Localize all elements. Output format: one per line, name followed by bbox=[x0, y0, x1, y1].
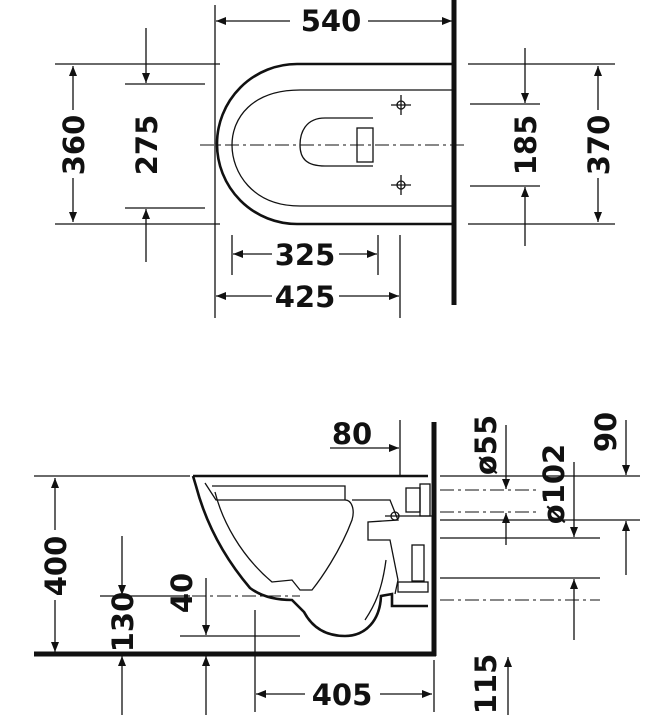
dim-bowl-width: 275 bbox=[130, 115, 164, 176]
dim-projection: 405 bbox=[312, 678, 373, 712]
inlet-connector bbox=[405, 487, 421, 513]
trapway-curve bbox=[364, 559, 387, 621]
fixing-point-lower bbox=[391, 175, 411, 195]
trapway bbox=[352, 499, 399, 595]
dim-overall-length: 540 bbox=[301, 4, 362, 38]
outlet-pipe bbox=[397, 581, 429, 593]
dim-outlet-to-floor: 40 bbox=[165, 573, 199, 613]
fixing-point-upper bbox=[391, 95, 411, 115]
top-outlet-shape bbox=[299, 117, 373, 167]
dim-fixing-spacing: 185 bbox=[509, 115, 543, 176]
ceramic-outer-profile bbox=[191, 475, 428, 638]
ceramic-inner-bowl bbox=[204, 482, 354, 591]
dim-floor-fixing: 115 bbox=[469, 654, 503, 715]
top-view: 540 360 275 185 370 325 425 bbox=[55, 0, 616, 318]
dim-wall-offset: 80 bbox=[332, 417, 372, 451]
top-outer-shell bbox=[215, 62, 454, 226]
top-inner-bowl bbox=[231, 89, 454, 207]
dim-inlet-height: 90 bbox=[589, 412, 623, 452]
dim-rim-height: 400 bbox=[39, 536, 73, 597]
side-view: 80 ø55 90 ø102 400 130 40 405 115 bbox=[34, 412, 640, 715]
dim-overall-width: 360 bbox=[57, 115, 91, 176]
top-outlet-rect bbox=[356, 127, 374, 163]
dim-front-to-fixing: 425 bbox=[275, 280, 336, 314]
dim-outlet-height: 130 bbox=[106, 592, 140, 653]
dim-rear-width: 370 bbox=[582, 115, 616, 176]
dim-inlet-diameter: ø55 bbox=[469, 415, 503, 475]
dim-outlet-diameter: ø102 bbox=[537, 444, 571, 524]
inlet-flange bbox=[419, 483, 431, 517]
outlet-connector bbox=[411, 544, 425, 582]
dim-bowl-opening: 325 bbox=[275, 238, 336, 272]
seat-lid bbox=[212, 485, 346, 500]
